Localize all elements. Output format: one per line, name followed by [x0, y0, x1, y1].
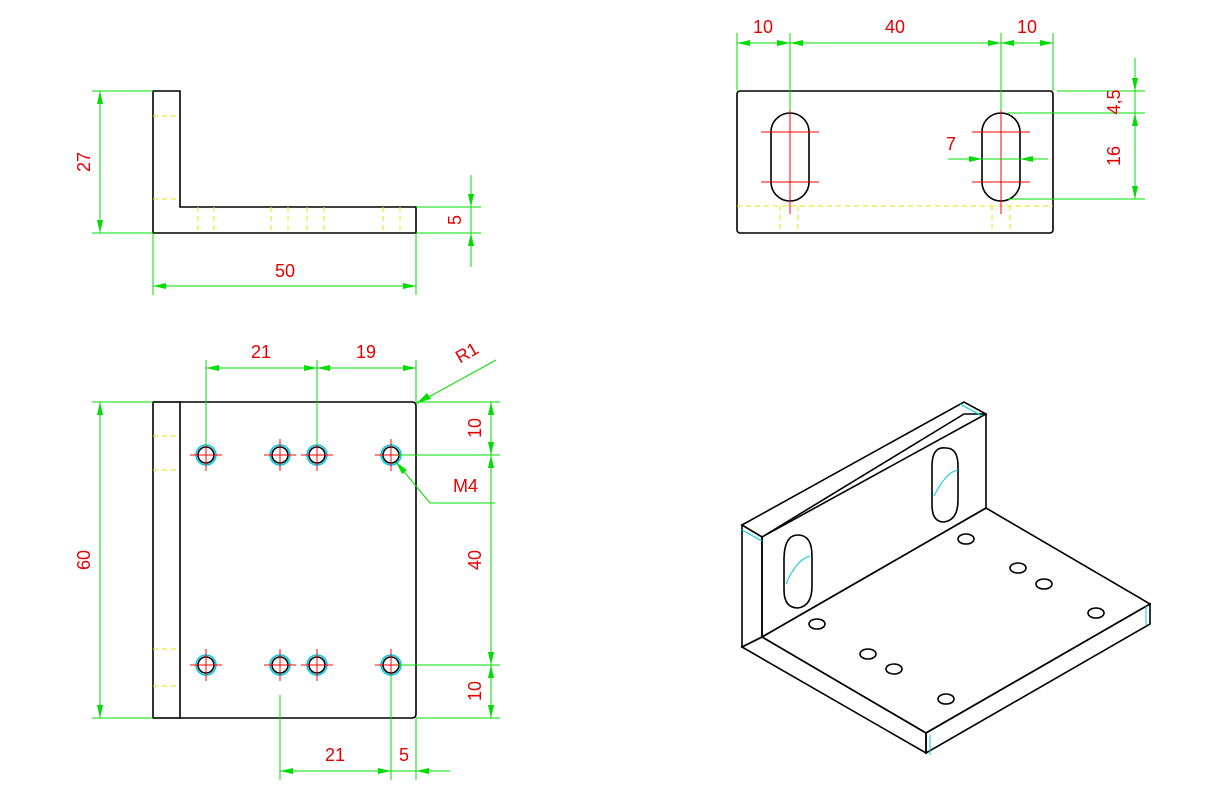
iso-hole	[859, 648, 877, 660]
slot-centerlines	[761, 100, 1030, 214]
dim-side-length: 50	[152, 233, 417, 295]
iso-hole	[808, 618, 826, 630]
iso-wall-front	[761, 413, 987, 639]
iso-base-left	[740, 636, 927, 755]
dim-label-27: 27	[74, 152, 94, 172]
dim-plan-height: 60	[74, 401, 153, 719]
plan-view: 21 19 R1 M4 10	[74, 338, 500, 780]
iso-hole	[1009, 562, 1027, 574]
iso-hole	[1035, 578, 1053, 590]
dim-plan-bottom: 21 5	[279, 675, 450, 780]
iso-base-holes	[808, 533, 1105, 705]
dim-label-21-top: 21	[251, 342, 271, 362]
dim-label-10-bottom-offset: 10	[465, 681, 485, 701]
iso-base-top	[760, 507, 1152, 734]
side-view: 27 5 50	[74, 90, 481, 295]
dim-label-21-bottom: 21	[325, 745, 345, 765]
dim-side-thickness: 5	[416, 175, 481, 267]
iso-wall-side	[741, 523, 763, 649]
dim-label-10-right: 10	[1017, 17, 1037, 37]
iso-hole	[885, 663, 903, 675]
thread-leader: M4	[395, 461, 495, 504]
plan-hidden-lines	[153, 435, 180, 687]
isometric-view	[740, 401, 1152, 755]
dim-top-vertical: 4,5 16	[1008, 58, 1145, 200]
plan-holes	[195, 444, 402, 676]
iso-hole	[1087, 607, 1105, 619]
dim-label-10-left: 10	[753, 17, 773, 37]
dim-label-16: 16	[1104, 146, 1124, 166]
top-view-outline	[736, 90, 1054, 234]
dim-slot-width: 7	[946, 134, 1048, 162]
plan-base-outline	[180, 401, 417, 719]
dim-label-50: 50	[275, 261, 295, 281]
plan-flange-outline	[152, 401, 181, 719]
dim-side-height: 27	[74, 90, 153, 234]
dim-plan-top: 21 19	[205, 342, 417, 445]
dim-label-5-edge: 5	[399, 745, 409, 765]
radius-label: R1	[452, 338, 482, 367]
iso-base-front	[925, 602, 1151, 755]
top-view: 10 40 10 4,5 16 7	[736, 17, 1145, 234]
dim-label-19: 19	[356, 342, 376, 362]
iso-hole	[957, 533, 975, 545]
iso-hole	[937, 693, 955, 705]
thread-label: M4	[453, 476, 478, 496]
dim-label-4-5: 4,5	[1104, 89, 1124, 114]
iso-slot-right	[931, 447, 959, 523]
dim-label-60: 60	[74, 550, 94, 570]
dim-label-40-slots: 40	[885, 17, 905, 37]
dim-label-7: 7	[946, 134, 956, 154]
plan-hole-centerlines	[190, 439, 407, 681]
top-hidden-holes	[779, 206, 1011, 233]
dim-plan-right: 10 40 10	[398, 401, 500, 719]
dim-top-horizontal: 10 40 10	[736, 17, 1054, 110]
dim-label-10-top-offset: 10	[465, 418, 485, 438]
iso-slot-left	[783, 534, 813, 609]
side-hidden-holes	[197, 207, 401, 233]
radius-leader: R1	[415, 338, 497, 405]
dim-label-5-thickness: 5	[445, 215, 465, 225]
dim-label-40-holes: 40	[465, 550, 485, 570]
side-view-outline	[152, 90, 417, 234]
